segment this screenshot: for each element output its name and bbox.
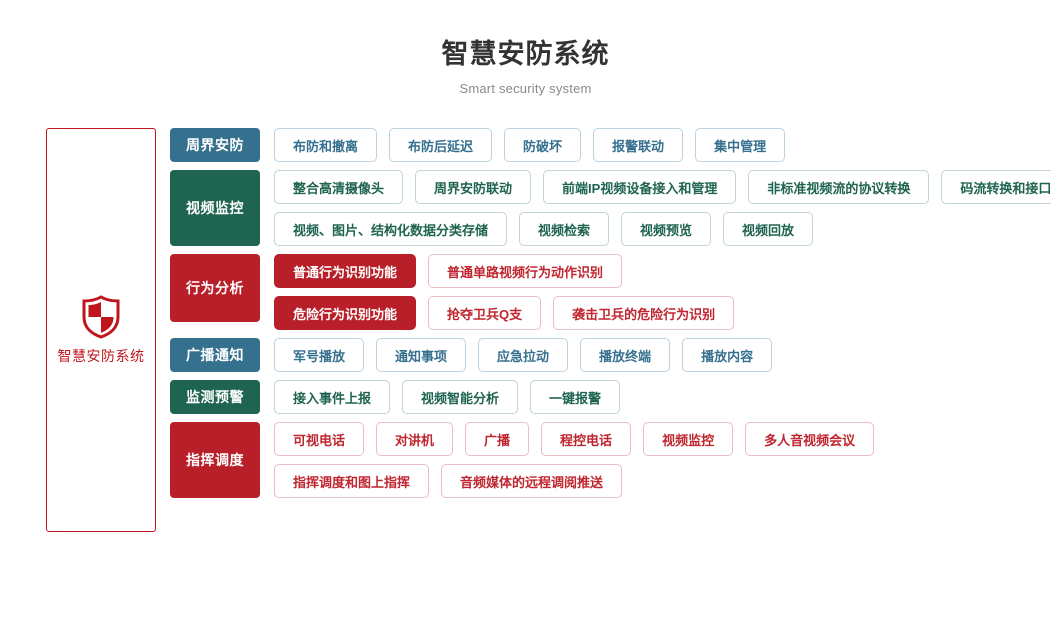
category-chip[interactable]: 广播通知 (170, 338, 260, 372)
category-chip[interactable]: 视频监控 (170, 170, 260, 246)
feature-pill[interactable]: 视频监控 (643, 422, 734, 456)
feature-pill[interactable]: 周界安防联动 (415, 170, 532, 204)
feature-pill[interactable]: 对讲机 (376, 422, 454, 456)
feature-pill[interactable]: 应急拉动 (478, 338, 569, 372)
feature-pill[interactable]: 视频、图片、结构化数据分类存储 (274, 212, 508, 246)
items-line: 整合高清摄像头周界安防联动前端IP视频设备接入和管理非标准视频流的协议转换码流转… (274, 170, 1051, 204)
category-items: 布防和撤离布防后延迟防破坏报警联动集中管理 (274, 128, 1051, 162)
feature-pill[interactable]: 程控电话 (541, 422, 632, 456)
category-chip[interactable]: 周界安防 (170, 128, 260, 162)
category-row: 行为分析普通行为识别功能普通单路视频行为动作识别危险行为识别功能抢夺卫兵Q支袭击… (170, 254, 1051, 330)
feature-pill[interactable]: 视频回放 (723, 212, 814, 246)
root-node[interactable]: 智慧安防系统 (46, 128, 156, 532)
feature-pill[interactable]: 视频预览 (621, 212, 712, 246)
category-row: 视频监控整合高清摄像头周界安防联动前端IP视频设备接入和管理非标准视频流的协议转… (170, 170, 1051, 246)
category-row: 指挥调度可视电话对讲机广播程控电话视频监控多人音视频会议指挥调度和图上指挥音频媒… (170, 422, 1051, 498)
category-chip[interactable]: 行为分析 (170, 254, 260, 322)
feature-pill[interactable]: 报警联动 (593, 128, 684, 162)
feature-pill[interactable]: 多人音视频会议 (745, 422, 875, 456)
items-line: 接入事件上报视频智能分析一键报警 (274, 380, 1051, 414)
items-line: 军号播放通知事项应急拉动播放终端播放内容 (274, 338, 1051, 372)
feature-pill[interactable]: 音频媒体的远程调阅推送 (441, 464, 623, 498)
feature-pill[interactable]: 指挥调度和图上指挥 (274, 464, 430, 498)
category-items: 可视电话对讲机广播程控电话视频监控多人音视频会议指挥调度和图上指挥音频媒体的远程… (274, 422, 1051, 498)
page-header: 智慧安防系统 Smart security system (0, 0, 1051, 96)
category-items: 军号播放通知事项应急拉动播放终端播放内容 (274, 338, 1051, 372)
category-items: 整合高清摄像头周界安防联动前端IP视频设备接入和管理非标准视频流的协议转换码流转… (274, 170, 1051, 246)
items-line: 指挥调度和图上指挥音频媒体的远程调阅推送 (274, 464, 1051, 498)
feature-pill[interactable]: 布防后延迟 (389, 128, 493, 162)
page-subtitle: Smart security system (459, 80, 592, 96)
items-line: 视频、图片、结构化数据分类存储视频检索视频预览视频回放 (274, 212, 1051, 246)
feature-pill[interactable]: 集中管理 (695, 128, 786, 162)
root-label: 智慧安防系统 (57, 347, 145, 364)
feature-pill[interactable]: 军号播放 (274, 338, 365, 372)
category-chip[interactable]: 指挥调度 (170, 422, 260, 498)
feature-pill[interactable]: 一键报警 (530, 380, 621, 414)
feature-pill[interactable]: 通知事项 (376, 338, 467, 372)
category-row: 周界安防布防和撤离布防后延迟防破坏报警联动集中管理 (170, 128, 1051, 162)
feature-pill[interactable]: 普通单路视频行为动作识别 (428, 254, 623, 288)
items-line: 普通行为识别功能普通单路视频行为动作识别 (274, 254, 1051, 288)
feature-pill[interactable]: 视频智能分析 (402, 380, 519, 414)
shield-icon (80, 294, 122, 339)
category-row: 监测预警接入事件上报视频智能分析一键报警 (170, 380, 1051, 414)
items-line: 危险行为识别功能抢夺卫兵Q支袭击卫兵的危险行为识别 (274, 296, 1051, 330)
feature-pill[interactable]: 播放终端 (580, 338, 671, 372)
category-items: 普通行为识别功能普通单路视频行为动作识别危险行为识别功能抢夺卫兵Q支袭击卫兵的危… (274, 254, 1051, 330)
feature-pill[interactable]: 袭击卫兵的危险行为识别 (553, 296, 735, 330)
feature-pill[interactable]: 防破坏 (504, 128, 582, 162)
feature-pill[interactable]: 播放内容 (682, 338, 773, 372)
feature-pill[interactable]: 布防和撤离 (274, 128, 378, 162)
category-row: 广播通知军号播放通知事项应急拉动播放终端播放内容 (170, 338, 1051, 372)
feature-pill[interactable]: 整合高清摄像头 (274, 170, 404, 204)
feature-pill[interactable]: 可视电话 (274, 422, 365, 456)
feature-pill[interactable]: 广播 (465, 422, 530, 456)
category-chip[interactable]: 监测预警 (170, 380, 260, 414)
feature-pill[interactable]: 普通行为识别功能 (274, 254, 417, 288)
feature-pill[interactable]: 非标准视频流的协议转换 (748, 170, 930, 204)
feature-pill[interactable]: 视频检索 (519, 212, 610, 246)
items-line: 布防和撤离布防后延迟防破坏报警联动集中管理 (274, 128, 1051, 162)
category-items: 接入事件上报视频智能分析一键报警 (274, 380, 1051, 414)
feature-pill[interactable]: 抢夺卫兵Q支 (428, 296, 542, 330)
feature-pill[interactable]: 码流转换和接口转换 (941, 170, 1051, 204)
category-rows: 周界安防布防和撤离布防后延迟防破坏报警联动集中管理视频监控整合高清摄像头周界安防… (170, 128, 1051, 506)
feature-pill[interactable]: 危险行为识别功能 (274, 296, 417, 330)
items-line: 可视电话对讲机广播程控电话视频监控多人音视频会议 (274, 422, 1051, 456)
feature-pill[interactable]: 接入事件上报 (274, 380, 391, 414)
page-title: 智慧安防系统 (441, 39, 610, 69)
feature-pill[interactable]: 前端IP视频设备接入和管理 (543, 170, 737, 204)
